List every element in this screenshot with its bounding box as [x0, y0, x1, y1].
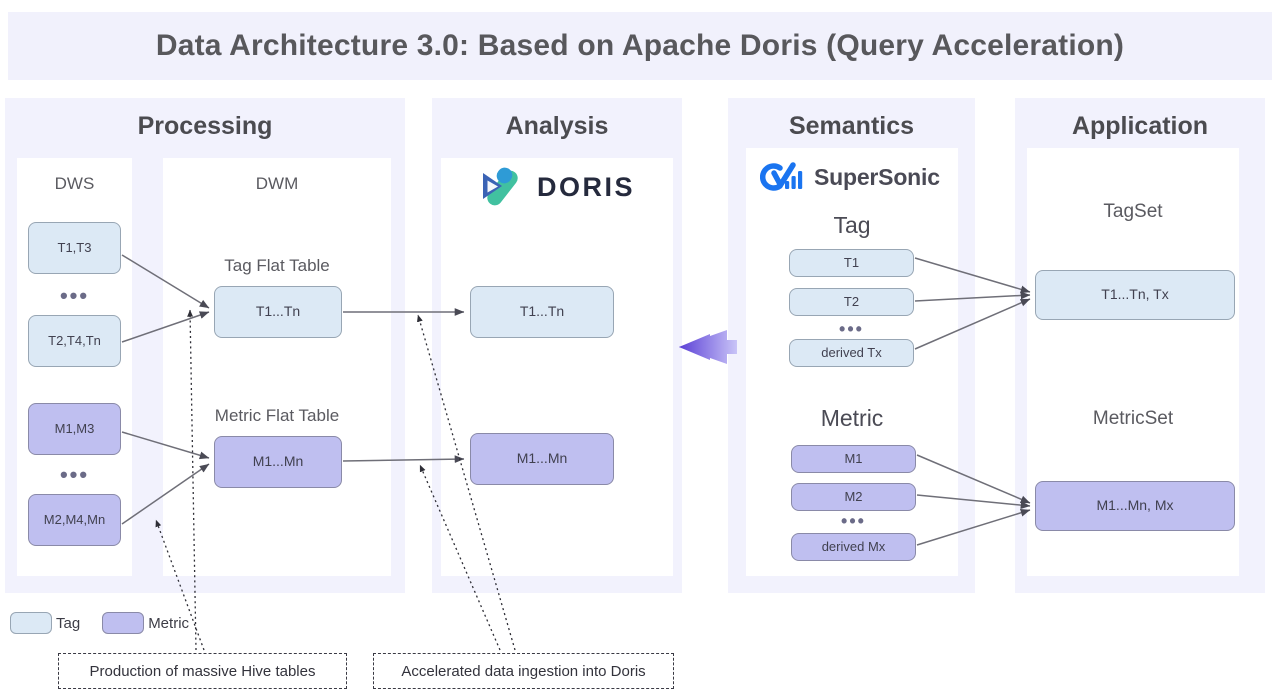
doris-logo-text: DORIS: [537, 171, 636, 202]
panel-application-title: Application: [1071, 112, 1209, 140]
page-title: Data Architecture 3.0: Based on Apache D…: [155, 29, 1125, 62]
doris-mark-icon: [483, 167, 518, 206]
legend-label-tag: Tag: [56, 614, 81, 632]
panel-processing-title: Processing: [137, 112, 273, 140]
semantics-metric-ellipsis: •••: [841, 511, 866, 531]
dws-tag-ellipsis: •••: [59, 283, 90, 308]
legend: Tag Metric: [10, 612, 211, 634]
node-application-metricset: M1...Mn, Mx: [1035, 481, 1235, 531]
node-dws-t2t4tn: T2,T4,Tn: [28, 315, 121, 367]
doris-logo: DORIS: [477, 164, 635, 210]
card-dws-title: DWS: [54, 174, 95, 193]
node-dwm-metric-flat: M1...Mn: [214, 436, 342, 488]
node-dws-m2m4mn: M2,M4,Mn: [28, 494, 121, 546]
metric-flat-table-label: Metric Flat Table: [214, 406, 340, 425]
legend-item-metric: Metric: [102, 612, 189, 634]
node-semantics-metric-m1: M1: [791, 445, 916, 473]
node-semantics-tag-t1: T1: [789, 249, 914, 277]
supersonic-logo-text: SuperSonic: [814, 163, 940, 190]
supersonic-mark-icon: [760, 162, 803, 191]
legend-swatch-tag: [10, 612, 52, 634]
card-dwm: DWM: [163, 158, 391, 576]
node-semantics-tag-derived: derived Tx: [789, 339, 914, 367]
metricset-title: MetricSet: [1092, 408, 1174, 429]
callout-doris-ingestion: Accelerated data ingestion into Doris: [373, 653, 674, 689]
legend-swatch-metric: [102, 612, 145, 634]
node-semantics-tag-t2: T2: [789, 288, 914, 316]
title-banner: Data Architecture 3.0: Based on Apache D…: [8, 12, 1272, 80]
semantics-tag-ellipsis: •••: [839, 319, 864, 339]
card-dwm-title: DWM: [255, 174, 299, 193]
node-semantics-metric-m2: M2: [791, 483, 916, 511]
node-analysis-metric: M1...Mn: [470, 433, 614, 485]
node-dws-m1m3: M1,M3: [28, 403, 121, 455]
legend-label-metric: Metric: [148, 614, 190, 632]
supersonic-logo: SuperSonic: [760, 160, 940, 194]
tagset-title: TagSet: [1103, 201, 1163, 222]
tag-flat-table-label: Tag Flat Table: [224, 256, 330, 275]
legend-item-tag: Tag: [10, 612, 80, 634]
panel-semantics-title: Semantics: [788, 112, 915, 140]
semantics-tag-group-title: Tag: [833, 212, 871, 238]
callout-hive-tables: Production of massive Hive tables: [58, 653, 347, 689]
semantics-metric-group-title: Metric: [820, 405, 884, 431]
dws-metric-ellipsis: •••: [59, 462, 90, 487]
node-application-tagset: T1...Tn, Tx: [1035, 270, 1235, 320]
node-dws-t1t3: T1,T3: [28, 222, 121, 274]
node-semantics-metric-derived: derived Mx: [791, 533, 916, 561]
node-analysis-tag: T1...Tn: [470, 286, 614, 338]
node-dwm-tag-flat: T1...Tn: [214, 286, 342, 338]
card-analysis: [441, 158, 673, 576]
panel-analysis-title: Analysis: [505, 112, 609, 140]
